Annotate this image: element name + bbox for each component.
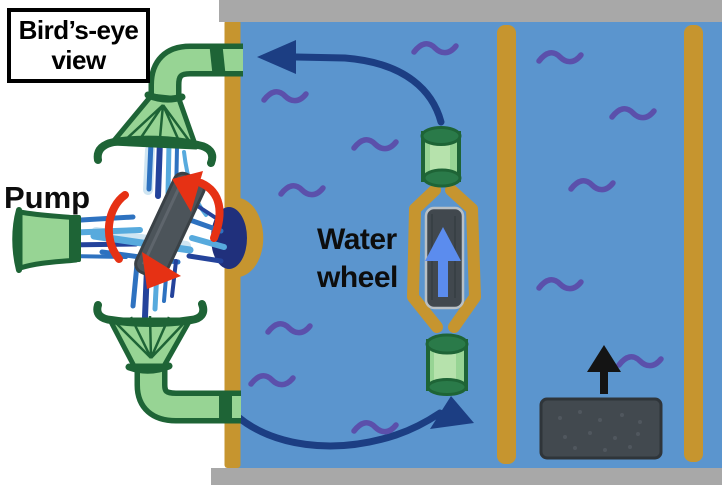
pump-bottom-funnel-pipe (93, 300, 241, 424)
wheel-axle-top (420, 126, 462, 188)
wheel-axle-bottom (425, 333, 469, 396)
water-ripple-icon (536, 277, 584, 292)
birdseye-title-line1: Bird’s-eye (18, 15, 139, 46)
flow-arrow-bottom (234, 396, 474, 450)
water-ripple-icon (248, 373, 296, 388)
pump-top-funnel-pipe (93, 43, 243, 167)
water-ripple-icon (568, 178, 616, 193)
water-ripple-icon (536, 50, 584, 65)
birdseye-title-line2: view (51, 44, 106, 75)
water-ripple-icon (265, 321, 313, 336)
wall-bulge (240, 198, 264, 277)
pump-label: Pump (4, 180, 91, 215)
water-ripples (248, 41, 664, 435)
water-ripple-icon (616, 354, 664, 369)
thrust-arrow (587, 345, 621, 394)
funnel-mouth (93, 135, 217, 167)
funnel-mouth (93, 300, 208, 327)
water-ripple-icon (351, 137, 399, 152)
water-ripple-icon (261, 89, 309, 104)
pump-nozzle-pipe (12, 207, 81, 273)
tank-wall-middle (497, 25, 516, 464)
frame-bar-bottom (211, 468, 722, 485)
wheel-guide-left (407, 184, 443, 333)
wheel-guide-right (445, 184, 481, 333)
rotation-arrow-top (172, 171, 224, 242)
flow-arrow-top (257, 40, 445, 126)
birdseye-view-title-box: Bird’s-eye view (7, 8, 150, 83)
pipe-joint-band (209, 43, 226, 77)
water-ripple-icon (351, 420, 399, 435)
submerged-block (539, 397, 663, 460)
water-ripple-icon (278, 183, 326, 198)
water-wheel (407, 126, 481, 396)
frame-bar-top (219, 0, 722, 22)
rotation-arrow-bottom (104, 191, 181, 289)
water-ripple-icon (609, 106, 657, 121)
pump-spray (59, 137, 227, 320)
pipe-joint-band (219, 392, 232, 423)
water-ripple-icon (411, 41, 459, 56)
wheel-flow-arrow (425, 227, 461, 297)
tank-wall-right (684, 25, 703, 462)
